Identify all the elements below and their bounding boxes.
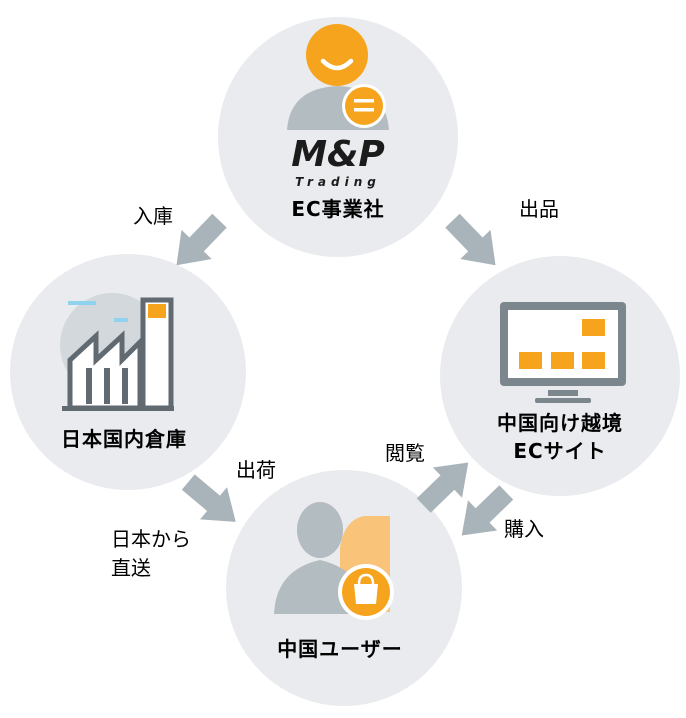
arrow-purchase [461,485,514,536]
edge-label-shipping: 出荷 [236,458,276,482]
ec-site-label-line2: ECサイト [513,439,606,463]
ec-site-label-line1: 中国向け越境 [497,411,623,435]
company-logo-sub: Trading [295,175,381,189]
edge-label-direct-line2: 直送 [111,556,151,580]
user-label: 中国ユーザー [277,637,403,661]
arrow-browse [416,462,469,513]
warehouse-label: 日本国内倉庫 [61,427,187,451]
users-shopping-bag-icon [274,502,394,620]
edge-label-stock-in: 入庫 [133,204,173,228]
edge-label-purchase: 購入 [504,517,544,541]
company-logo-main: M&P [291,134,385,175]
monitor-icon [500,302,626,403]
user-icon [287,24,389,130]
ec-company-circle [218,17,458,257]
edge-label-direct-line1: 日本から [111,527,191,551]
edge-label-listing: 出品 [519,197,559,221]
edge-label-browse: 閲覧 [385,441,425,465]
arrow-listing [445,213,496,266]
ec-company-label: EC事業社 [291,197,384,221]
arrow-shipping [181,474,236,522]
factory-icon [60,293,174,411]
arrow-stock-in [176,213,227,266]
